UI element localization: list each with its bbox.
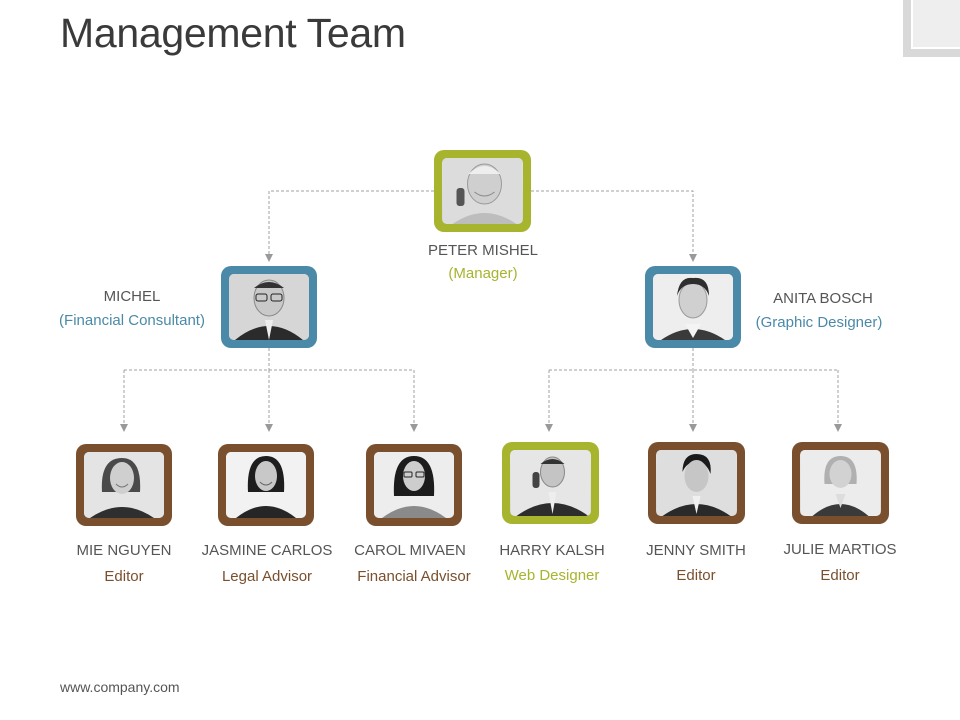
michel-photo [229,274,309,340]
node-carol-mivaen [366,444,462,526]
person-portrait-icon [653,274,733,340]
harry-kalsh-name: HARRY KALSH [499,542,605,559]
connector-peter-michel [265,190,434,262]
jasmine-carlos-photo [226,452,306,518]
node-jasmine-carlos [218,444,314,526]
person-portrait-icon [442,158,523,224]
mie-nguyen-role: Editor [104,568,144,585]
node-michel [221,266,317,348]
peter-mishel-name: PETER MISHEL [427,242,539,259]
footer-url: www.company.com [60,679,180,695]
person-portrait-icon [229,274,309,340]
jenny-smith-role: Editor [676,567,716,584]
anita-bosch-role: (Graphic Designer) [755,314,883,331]
carol-mivaen-photo [374,452,454,518]
jenny-smith-photo [656,450,737,516]
carol-mivaen-role: Financial Advisor [357,568,471,585]
mie-nguyen-photo [84,452,164,518]
node-mie-nguyen [76,444,172,526]
jasmine-carlos-role: Legal Advisor [221,568,313,585]
node-julie-martios [792,442,889,524]
anita-bosch-photo [653,274,733,340]
jasmine-carlos-name: JASMINE CARLOS [201,542,333,559]
julie-martios-name: JULIE MARTIOS [783,541,897,558]
jenny-smith-name: JENNY SMITH [646,542,746,559]
node-jenny-smith [648,442,745,524]
carol-mivaen-name: CAROL MIVAEN [354,542,466,559]
julie-martios-photo [800,450,881,516]
person-portrait-icon [374,452,454,518]
michel-role: (Financial Consultant) [59,312,205,329]
node-peter-mishel [434,150,531,232]
connector-peter-anita [531,190,697,262]
person-portrait-icon [656,450,737,516]
page-title: Management Team [60,10,406,56]
michel-name: MICHEL [103,288,161,305]
harry-kalsh-role: Web Designer [504,567,600,584]
node-harry-kalsh [502,442,599,524]
mie-nguyen-name: MIE NGUYEN [76,542,172,559]
corner-decoration [903,0,960,57]
peter-mishel-role: (Manager) [448,265,518,282]
anita-bosch-name: ANITA BOSCH [773,290,873,307]
harry-kalsh-photo [510,450,591,516]
peter-mishel-photo [442,158,523,224]
node-anita-bosch [645,266,741,348]
person-portrait-icon [800,450,881,516]
person-portrait-icon [510,450,591,516]
person-portrait-icon [226,452,306,518]
person-portrait-icon [84,452,164,518]
julie-martios-role: Editor [820,567,860,584]
